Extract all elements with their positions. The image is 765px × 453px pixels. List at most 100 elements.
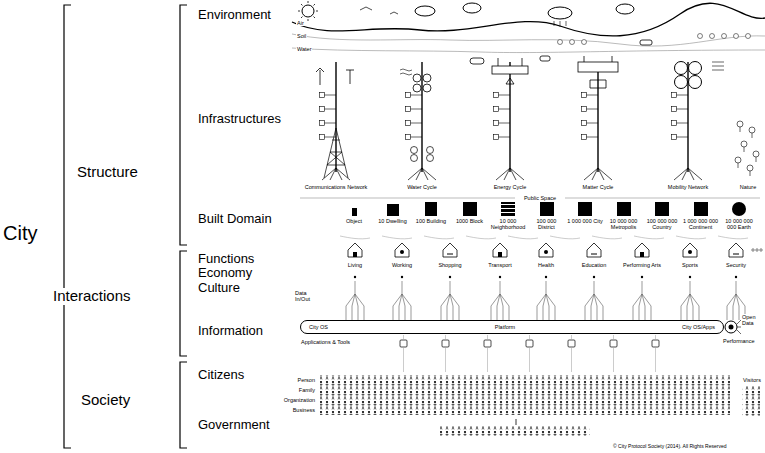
icon-detail <box>640 252 644 257</box>
group-title: Structure <box>76 164 139 181</box>
tower-roots <box>496 168 524 180</box>
node-icon <box>320 135 325 140</box>
function-icon <box>683 243 697 257</box>
node-icon <box>582 135 587 140</box>
pipe-loop <box>411 155 418 162</box>
small-label: Water <box>296 46 312 52</box>
hill-tree <box>570 40 575 45</box>
small-label: Health <box>537 262 555 268</box>
data-fork <box>491 281 509 320</box>
scale-item: 100 Building <box>413 202 449 224</box>
lattice-tower <box>324 128 348 178</box>
category-label: Information <box>197 324 264 338</box>
node-icon <box>406 135 411 140</box>
icon-detail <box>447 254 453 255</box>
small-label: Visitors <box>742 377 762 383</box>
scale-icon <box>501 202 515 216</box>
small-label: Air <box>296 20 305 26</box>
small-label: Business <box>292 407 316 413</box>
data-fork <box>585 281 603 320</box>
scale-label: 100 000 000 Country <box>644 218 680 230</box>
dot <box>499 276 501 278</box>
transit-hub <box>675 62 688 75</box>
node-icon <box>320 107 325 112</box>
tower-stem <box>335 62 336 172</box>
more-dots <box>752 249 754 251</box>
network-line <box>550 236 580 239</box>
tree <box>749 127 755 133</box>
waves <box>400 69 412 75</box>
citizen-rows <box>320 375 760 436</box>
scale-item: 1 000 000 000 Continent <box>683 202 719 230</box>
landscape <box>292 3 765 64</box>
category-label: Functions Economy Culture <box>197 252 279 295</box>
small-label: Family <box>298 387 316 393</box>
function-icon <box>635 243 649 257</box>
category-label: Citizens <box>197 368 245 382</box>
transit-hub <box>689 62 702 75</box>
function-icon <box>395 243 409 257</box>
matter-icons <box>584 56 612 88</box>
small-label: Data In/Out <box>294 290 316 302</box>
dot <box>641 276 643 278</box>
function-icon <box>587 243 601 257</box>
scale-icon <box>352 208 357 216</box>
icon-detail <box>544 250 548 254</box>
water-tank <box>413 84 421 92</box>
small-label: Education <box>581 262 607 268</box>
small-label: Working <box>391 262 413 268</box>
brackets <box>64 5 187 448</box>
scale-icon <box>655 202 669 216</box>
icon-detail <box>400 250 404 254</box>
app-icon <box>568 340 575 347</box>
dot <box>689 276 691 278</box>
open-data-eye <box>729 325 734 330</box>
transit-hub <box>675 76 688 89</box>
data-fork <box>633 281 651 320</box>
power-plant <box>492 66 528 74</box>
small-label: Energy Cycle <box>493 184 528 190</box>
tree <box>747 165 753 171</box>
data-fork <box>681 281 699 320</box>
small-label: Open Data <box>741 314 763 326</box>
node-icon <box>494 135 499 140</box>
scale-item: 100 000 District <box>529 202 565 230</box>
scale-item: 10 Dwelling <box>375 204 411 224</box>
scale-label: 10 Dwelling <box>375 218 411 224</box>
small-label: Living <box>347 262 363 268</box>
icon-detail <box>733 254 739 255</box>
water-tank <box>423 74 431 82</box>
category-label: Built Domain <box>197 212 273 226</box>
node-icon <box>406 107 411 112</box>
link <box>516 419 517 425</box>
function-icon <box>729 243 743 257</box>
data-fork <box>537 281 555 320</box>
scale-item: 10 000 000 Metropolis <box>606 202 642 230</box>
icon-detail <box>591 254 597 255</box>
app-line <box>655 335 656 372</box>
scale-label: 100 000 District <box>529 218 565 230</box>
data-fork <box>441 281 459 320</box>
node-icon <box>406 93 411 98</box>
app-icon <box>526 340 533 347</box>
scale-item: Object <box>336 208 372 224</box>
level-title: City <box>2 222 38 244</box>
category-label: Infrastructures <box>197 112 282 126</box>
hill-tree <box>558 40 563 45</box>
node-icon <box>494 93 499 98</box>
pipe-loop <box>411 147 418 154</box>
group-title: Interactions <box>52 288 132 305</box>
scale-label: 1 000 000 000 Continent <box>683 218 719 230</box>
node-icon <box>406 121 411 126</box>
network-line <box>676 236 706 239</box>
tree <box>741 141 747 147</box>
platform-text: Platform <box>495 324 515 330</box>
small-label: Applications & Tools <box>300 339 351 345</box>
small-label: © City Protocol Society (2014). All Righ… <box>612 444 727 450</box>
node-icon <box>582 93 587 98</box>
hill-tree <box>582 40 587 45</box>
tree <box>753 151 759 157</box>
scale-item: 10 000 Neighborhood <box>490 202 526 230</box>
app-line <box>487 335 488 372</box>
